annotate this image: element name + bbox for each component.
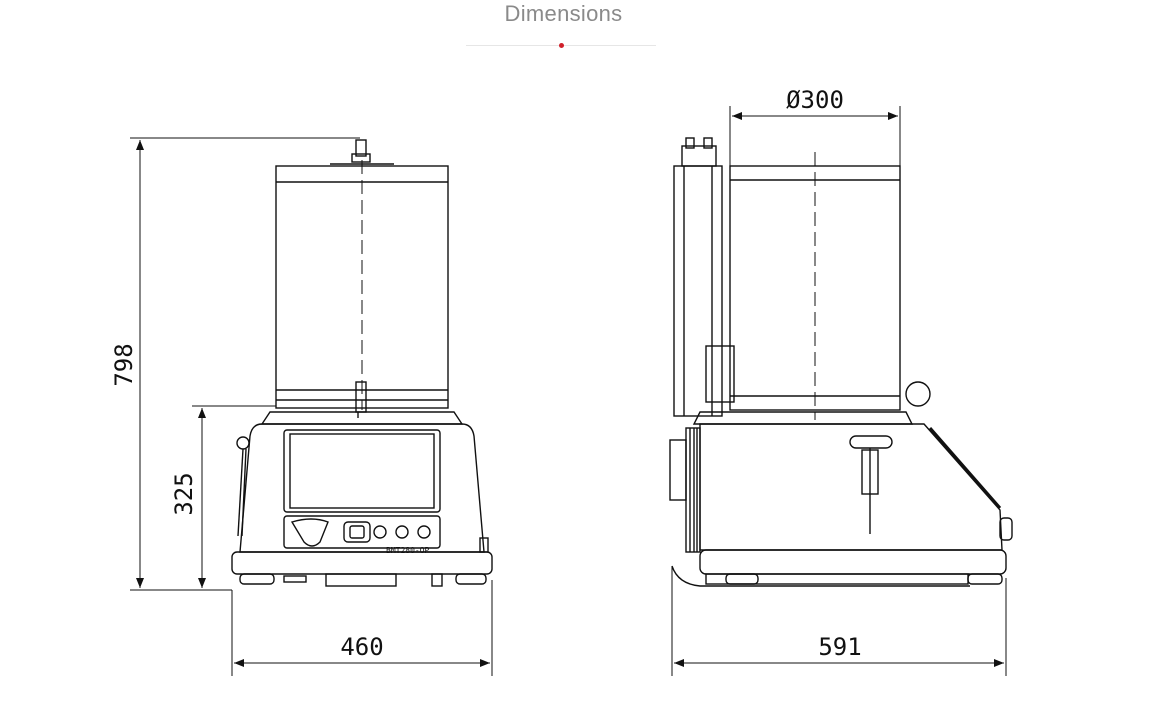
accent-dot bbox=[559, 43, 564, 48]
front-shoulder bbox=[260, 411, 464, 425]
front-base-plate bbox=[231, 551, 493, 575]
side-handle bbox=[849, 435, 893, 449]
front-dimensions bbox=[130, 137, 493, 676]
side-column bbox=[673, 165, 723, 417]
side-base-plate bbox=[699, 549, 1007, 575]
side-foot-left bbox=[725, 573, 759, 585]
dim-label-width: 460 bbox=[340, 633, 383, 661]
front-screen bbox=[289, 433, 435, 509]
side-knob bbox=[999, 517, 1013, 541]
side-heat-sink bbox=[685, 427, 701, 553]
side-column-cap bbox=[681, 145, 717, 167]
dimensions-heading: Dimensions bbox=[0, 0, 1127, 28]
dim-label-chamber-diameter: Ø300 bbox=[786, 86, 844, 114]
panel-label: BMT280-OP bbox=[386, 546, 430, 555]
front-side-valve bbox=[236, 436, 250, 450]
dim-label-total-height: 798 bbox=[110, 343, 138, 386]
front-view bbox=[231, 139, 493, 587]
page-title: Dimensions bbox=[504, 1, 623, 26]
front-screen-bezel bbox=[283, 429, 441, 513]
front-foot-left bbox=[239, 573, 275, 585]
front-body bbox=[239, 423, 485, 553]
front-foot-right bbox=[455, 573, 487, 585]
dim-label-depth: 591 bbox=[818, 633, 861, 661]
side-hinge bbox=[905, 381, 931, 407]
front-control-panel bbox=[283, 515, 441, 549]
side-dimensions bbox=[671, 106, 1007, 676]
front-lid-fitting bbox=[355, 139, 367, 157]
dim-label-base-height: 325 bbox=[170, 472, 198, 515]
side-view bbox=[669, 137, 1013, 587]
side-foot-right bbox=[967, 573, 1003, 585]
side-body bbox=[699, 423, 1003, 551]
side-hose bbox=[671, 565, 970, 587]
